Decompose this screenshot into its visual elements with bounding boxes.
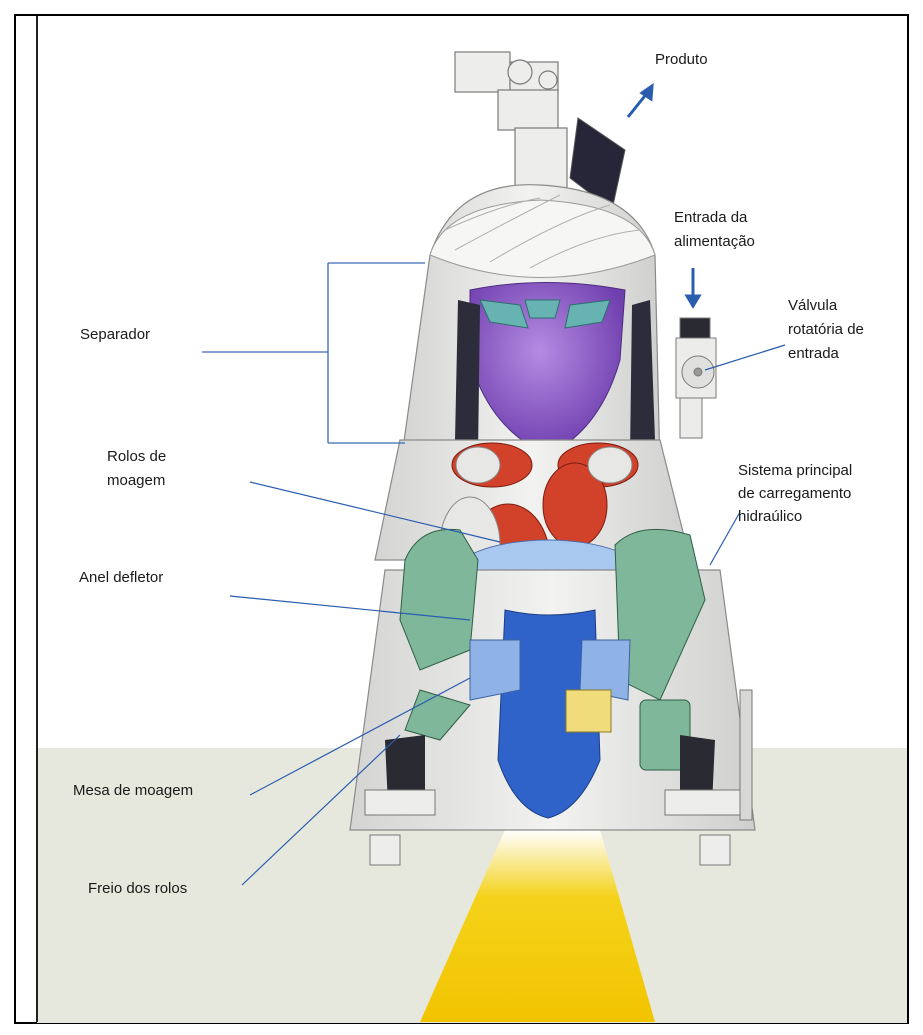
label-valvula-line3: entrada [788,344,839,364]
label-valvula-line2: rotatória de [788,320,864,340]
product-arrow [628,86,652,117]
top-duct [455,52,567,198]
label-rolos-line2: moagem [107,471,165,491]
label-entrada-line2: alimentação [674,232,755,252]
label-entrada-line1: Entrada da [674,208,747,228]
label-sistema-line1: Sistema principal [738,461,852,481]
left-border-strip [36,16,38,1022]
label-separador: Separador [80,325,150,345]
roller-brake [566,690,611,732]
feed-valve [676,318,716,438]
feed-arrow [687,268,699,306]
label-rolos-line1: Rolos de [107,447,166,467]
separator-dark-panel-left [455,300,480,455]
label-sistema-line3: hidraúlico [738,507,802,527]
label-sistema-line2: de carregamento [738,484,851,504]
label-mesa: Mesa de moagem [73,781,193,801]
label-freio: Freio dos rolos [88,879,187,899]
leader-sistema [710,512,740,565]
label-anel: Anel defletor [79,568,163,588]
gearbox-light [470,640,520,700]
separator-bracket [202,263,425,443]
label-produto: Produto [655,50,708,70]
label-valvula-line1: Válvula [788,296,837,316]
leader-valvula [705,345,785,370]
